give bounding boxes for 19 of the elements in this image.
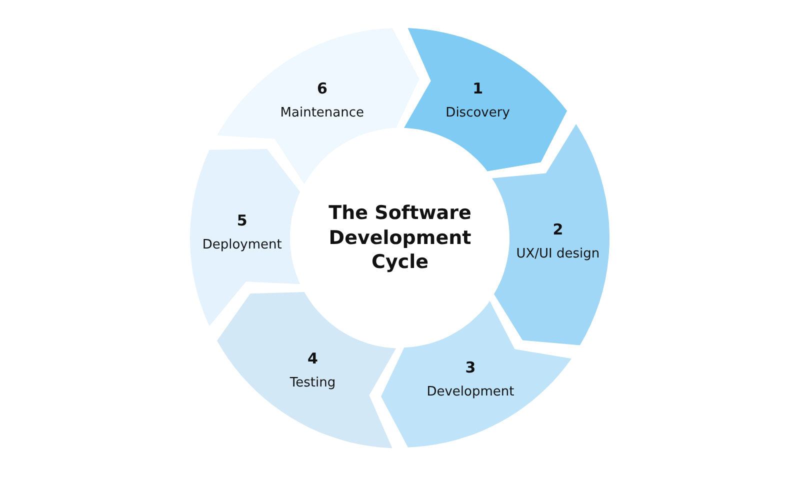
step-name: Discovery [446, 106, 510, 121]
chevron-segment [381, 301, 572, 448]
step-name: Development [426, 384, 514, 400]
step-name: Deployment [202, 238, 282, 253]
step-number: 5 [236, 212, 248, 230]
chevron-segment [404, 28, 568, 172]
cycle-title: The Software Development Cycle [328, 200, 472, 276]
chevron-segment [216, 28, 419, 184]
step-name: UX/UI design [516, 246, 600, 262]
chevron-segment [190, 148, 300, 326]
chevron-segment [216, 292, 396, 448]
chevron-segment [492, 124, 610, 346]
step-number: 2 [552, 220, 564, 238]
step-name: Testing [290, 375, 336, 390]
step-number: 4 [308, 349, 318, 368]
step-number: 1 [472, 80, 483, 98]
step-number: 6 [316, 80, 328, 98]
step-name: Maintenance [280, 106, 364, 121]
step-number: 3 [465, 358, 476, 377]
